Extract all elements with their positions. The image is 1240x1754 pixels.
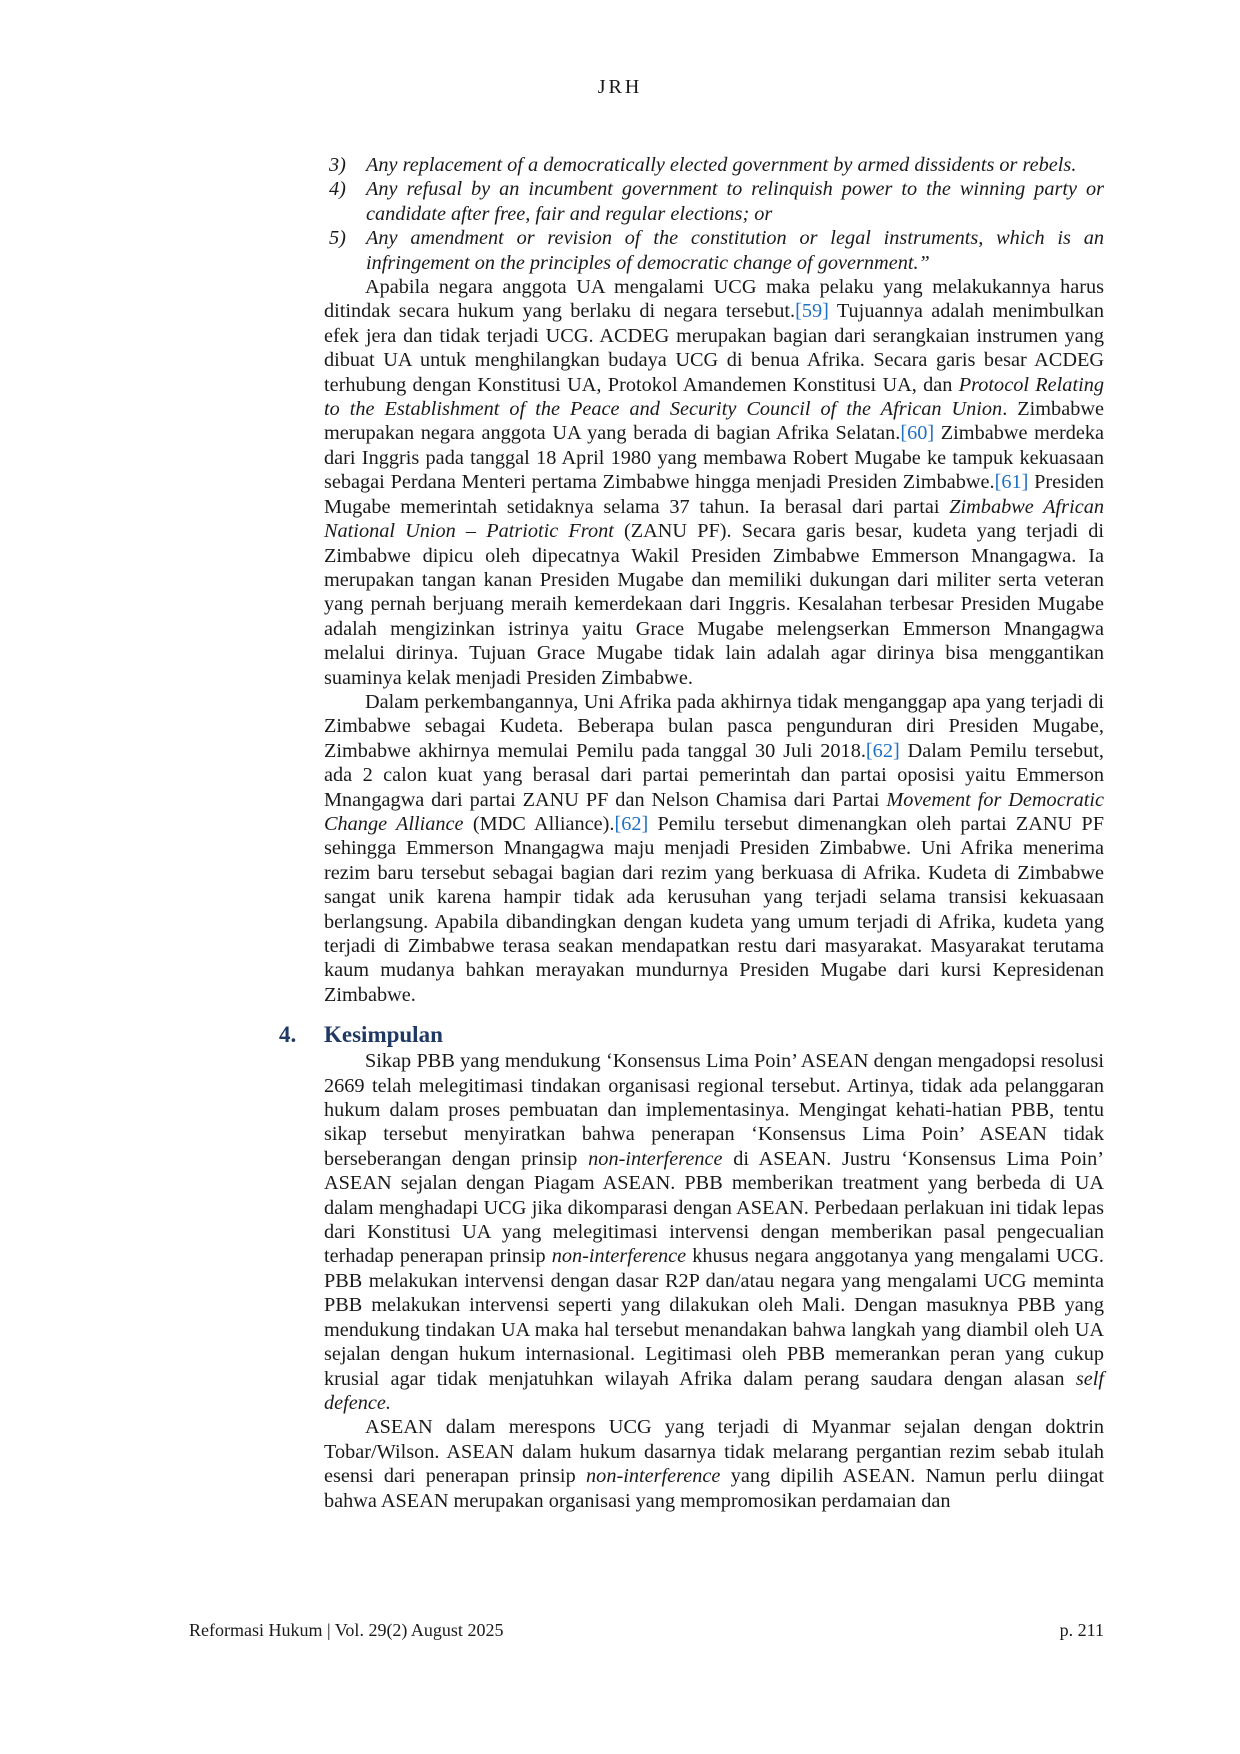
list-text: Any amendment or revision of the constit… xyxy=(366,227,1104,274)
citation-link[interactable]: [61] xyxy=(994,471,1029,494)
quoted-list: 3) Any replacement of a democratically e… xyxy=(324,153,1104,275)
text-run: yang dipilih ASEAN. Namun perlu diingat … xyxy=(324,1465,1104,1512)
list-number: 5) xyxy=(329,227,346,250)
paragraph: Sikap PBB yang mendukung ‘Konsensus Lima… xyxy=(324,1049,1104,1415)
list-item: 5) Any amendment or revision of the cons… xyxy=(324,226,1104,275)
text-run: Dalam Pemilu tersebut, ada 2 calon kuat … xyxy=(324,739,1104,811)
text-run: di ASEAN. Justru ‘Konsensus Lima Poin’ A… xyxy=(324,1147,1104,1268)
list-item: 4) Any refusal by an incumbent governmen… xyxy=(324,177,1104,226)
footer-citation: Reformasi Hukum | Vol. 29(2) August 2025 xyxy=(189,1620,504,1640)
page-number: p. 211 xyxy=(1059,1620,1104,1640)
paragraph: Apabila negara anggota UA mengalami UCG … xyxy=(324,275,1104,690)
list-number: 3) xyxy=(329,154,346,176)
text-run: ASEAN dalam merespons UCG yang terjadi d… xyxy=(324,1416,1104,1488)
text-run: Dalam perkembangannya, Uni Afrika pada a… xyxy=(324,690,1104,762)
italic-text: non-interference xyxy=(588,1147,723,1170)
list-number: 4) xyxy=(329,178,346,201)
italic-text: Protocol Relating to the Establishment o… xyxy=(324,373,1104,421)
text-run: khusus negara anggotanya yang mengalami … xyxy=(324,1245,1104,1390)
italic-text: non-interference xyxy=(551,1245,687,1268)
text-run: . Zimbabwe merupakan negara anggota UA y… xyxy=(324,398,1104,445)
section-heading: 4. Kesimpulan xyxy=(279,1021,1104,1049)
text-run: Zimbabwe merdeka dari Inggris pada tangg… xyxy=(324,422,1104,494)
text-run: Tujuannya adalah menimbulkan efek jera d… xyxy=(324,300,1104,396)
citation-link[interactable]: [60] xyxy=(900,422,935,445)
italic-text: non-interference xyxy=(586,1465,721,1488)
citation-link[interactable]: [62] xyxy=(865,739,900,762)
page-footer: Reformasi Hukum | Vol. 29(2) August 2025… xyxy=(189,1620,1104,1641)
paragraph: Dalam perkembangannya, Uni Afrika pada a… xyxy=(324,690,1104,1007)
running-header: JRH xyxy=(597,76,643,98)
body-paragraphs: Apabila negara anggota UA mengalami UCG … xyxy=(324,275,1104,1007)
text-run: Sikap PBB yang mendukung ‘Konsensus Lima… xyxy=(324,1050,1104,1170)
section-number: 4. xyxy=(279,1022,297,1048)
text-run: Presiden Mugabe memerintah setidaknya se… xyxy=(324,471,1104,518)
text-run: (ZANU PF). Secara garis besar, kudeta ya… xyxy=(324,520,1104,689)
list-item: 3) Any replacement of a democratically e… xyxy=(324,153,1104,177)
conclusion-paragraphs: Sikap PBB yang mendukung ‘Konsensus Lima… xyxy=(324,1049,1104,1513)
text-run: Apabila negara anggota UA mengalami UCG … xyxy=(324,276,1104,323)
section-title: Kesimpulan xyxy=(324,1022,443,1048)
citation-link[interactable]: [62] xyxy=(614,812,649,835)
paragraph: ASEAN dalam merespons UCG yang terjadi d… xyxy=(324,1415,1104,1513)
text-run: (MDC Alliance). xyxy=(463,812,615,835)
page-body: 3) Any replacement of a democratically e… xyxy=(279,153,1104,1513)
text-run: Pemilu tersebut dimenangkan oleh partai … xyxy=(324,812,1104,1006)
citation-link[interactable]: [59] xyxy=(795,300,829,323)
list-text: Any replacement of a democratically elec… xyxy=(366,154,1077,176)
list-text: Any refusal by an incumbent government t… xyxy=(366,178,1104,225)
italic-text: Movement for Democratic Change Alliance xyxy=(324,788,1105,835)
italic-text: self defence. xyxy=(324,1367,1104,1414)
italic-text: Zimbabwe African National Union – Patrio… xyxy=(324,495,1104,543)
